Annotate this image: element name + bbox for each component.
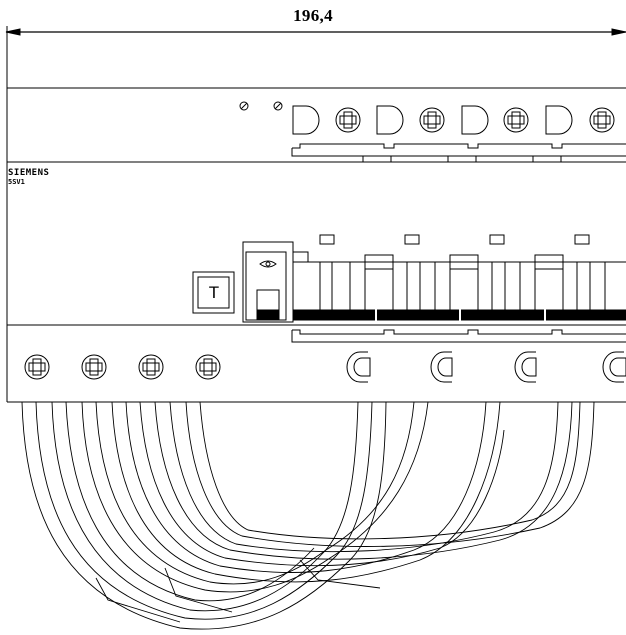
dimension-line xyxy=(5,26,626,88)
bottom-clamps xyxy=(346,351,626,383)
toggle-lever xyxy=(242,241,294,323)
bus-bar xyxy=(291,306,626,343)
brand-logo-text: SIEMENS xyxy=(8,168,50,178)
dimension-label: 196,4 xyxy=(293,6,333,25)
housing-outline xyxy=(6,87,626,403)
bottom-screws xyxy=(24,354,221,380)
small-screws xyxy=(239,101,283,111)
test-button-frame xyxy=(192,271,235,314)
indicator-windows xyxy=(319,234,590,245)
cables xyxy=(21,401,595,630)
pole-modules xyxy=(293,251,626,311)
test-button-label: T xyxy=(208,283,220,302)
model-number: 5SV1 xyxy=(8,178,25,186)
top-terminals xyxy=(291,105,626,163)
